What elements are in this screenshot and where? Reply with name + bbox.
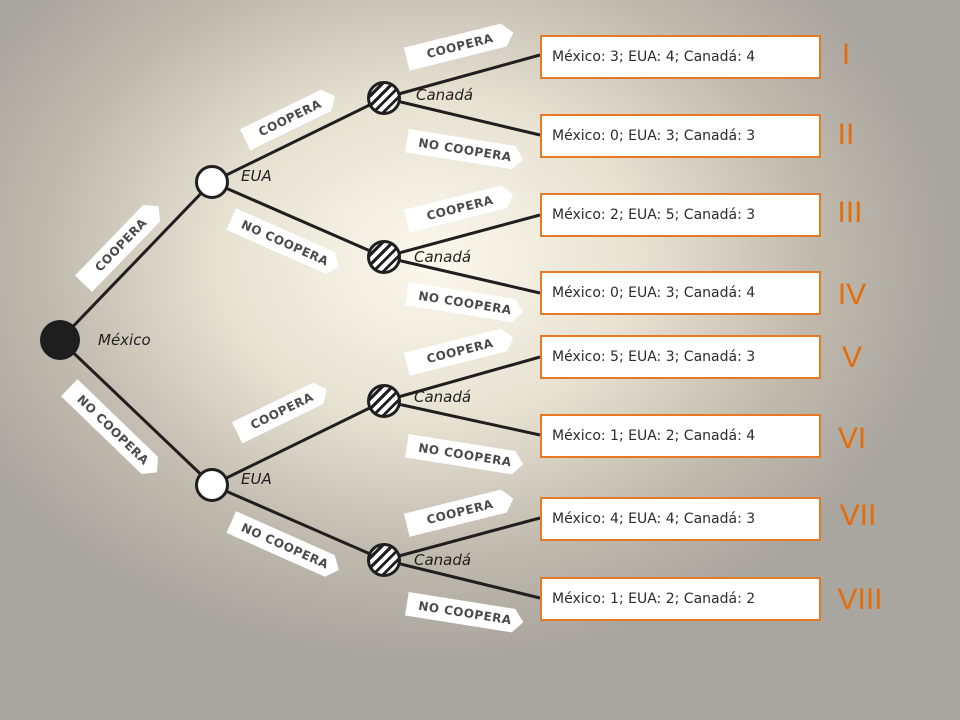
- root-node-mexico: [40, 320, 80, 360]
- edge-canada-2-outcome-4: [383, 255, 541, 295]
- player-label-canada-3: Canadá: [414, 388, 472, 406]
- payoff-box-3: México: 2; EUA: 5; Canadá: 3: [540, 193, 821, 237]
- edge-root-eua-top: [58, 180, 214, 342]
- edge-eua-top-canada-1: [211, 96, 385, 184]
- outcome-label-8: VIII: [837, 583, 883, 616]
- outcome-label-3: III: [837, 196, 863, 229]
- payoff-box-8: México: 1; EUA: 2; Canadá: 2: [540, 577, 821, 621]
- canada-node-2: [367, 240, 401, 274]
- edge-canada-4-outcome-8: [383, 558, 541, 600]
- player-label-eua-top: EUA: [241, 167, 272, 185]
- payoff-box-7: México: 4; EUA: 4; Canadá: 3: [540, 497, 821, 541]
- outcome-label-1: I: [841, 38, 851, 71]
- player-label-canada-1: Canadá: [416, 86, 474, 104]
- edge-eua-bottom-canada-3: [211, 399, 385, 487]
- payoff-box-1: México: 3; EUA: 4; Canadá: 4: [540, 35, 821, 79]
- payoff-box-4: México: 0; EUA: 3; Canadá: 4: [540, 271, 821, 315]
- edge-canada-1-outcome-2: [383, 96, 541, 137]
- outcome-label-5: V: [841, 341, 862, 374]
- edge-canada-2-outcome-3: [383, 213, 541, 259]
- outcome-label-4: IV: [837, 278, 867, 311]
- player-label-canada-2: Canadá: [414, 248, 472, 266]
- eua-node-top: [195, 165, 229, 199]
- outcome-label-6: VI: [837, 422, 867, 455]
- edge-eua-top-canada-2: [211, 180, 385, 259]
- eua-node-bottom: [195, 468, 229, 502]
- canada-node-4: [367, 543, 401, 577]
- payoff-box-2: México: 0; EUA: 3; Canadá: 3: [540, 114, 821, 158]
- player-label-mexico: México: [98, 331, 151, 349]
- edge-canada-1-outcome-1: [383, 53, 541, 100]
- payoff-box-5: México: 5; EUA: 3; Canadá: 3: [540, 335, 821, 379]
- outcome-label-2: II: [837, 118, 855, 151]
- edge-root-eua-bottom: [58, 338, 214, 487]
- canada-node-1: [367, 81, 401, 115]
- canada-node-3: [367, 384, 401, 418]
- player-label-canada-4: Canadá: [414, 551, 472, 569]
- edge-canada-4-outcome-7: [383, 516, 541, 562]
- edge-canada-3-outcome-6: [383, 399, 541, 437]
- edge-canada-3-outcome-5: [383, 355, 541, 403]
- payoff-box-6: México: 1; EUA: 2; Canadá: 4: [540, 414, 821, 458]
- outcome-label-7: VII: [839, 499, 877, 532]
- edge-eua-bottom-canada-4: [211, 483, 385, 562]
- player-label-eua-bottom: EUA: [241, 470, 272, 488]
